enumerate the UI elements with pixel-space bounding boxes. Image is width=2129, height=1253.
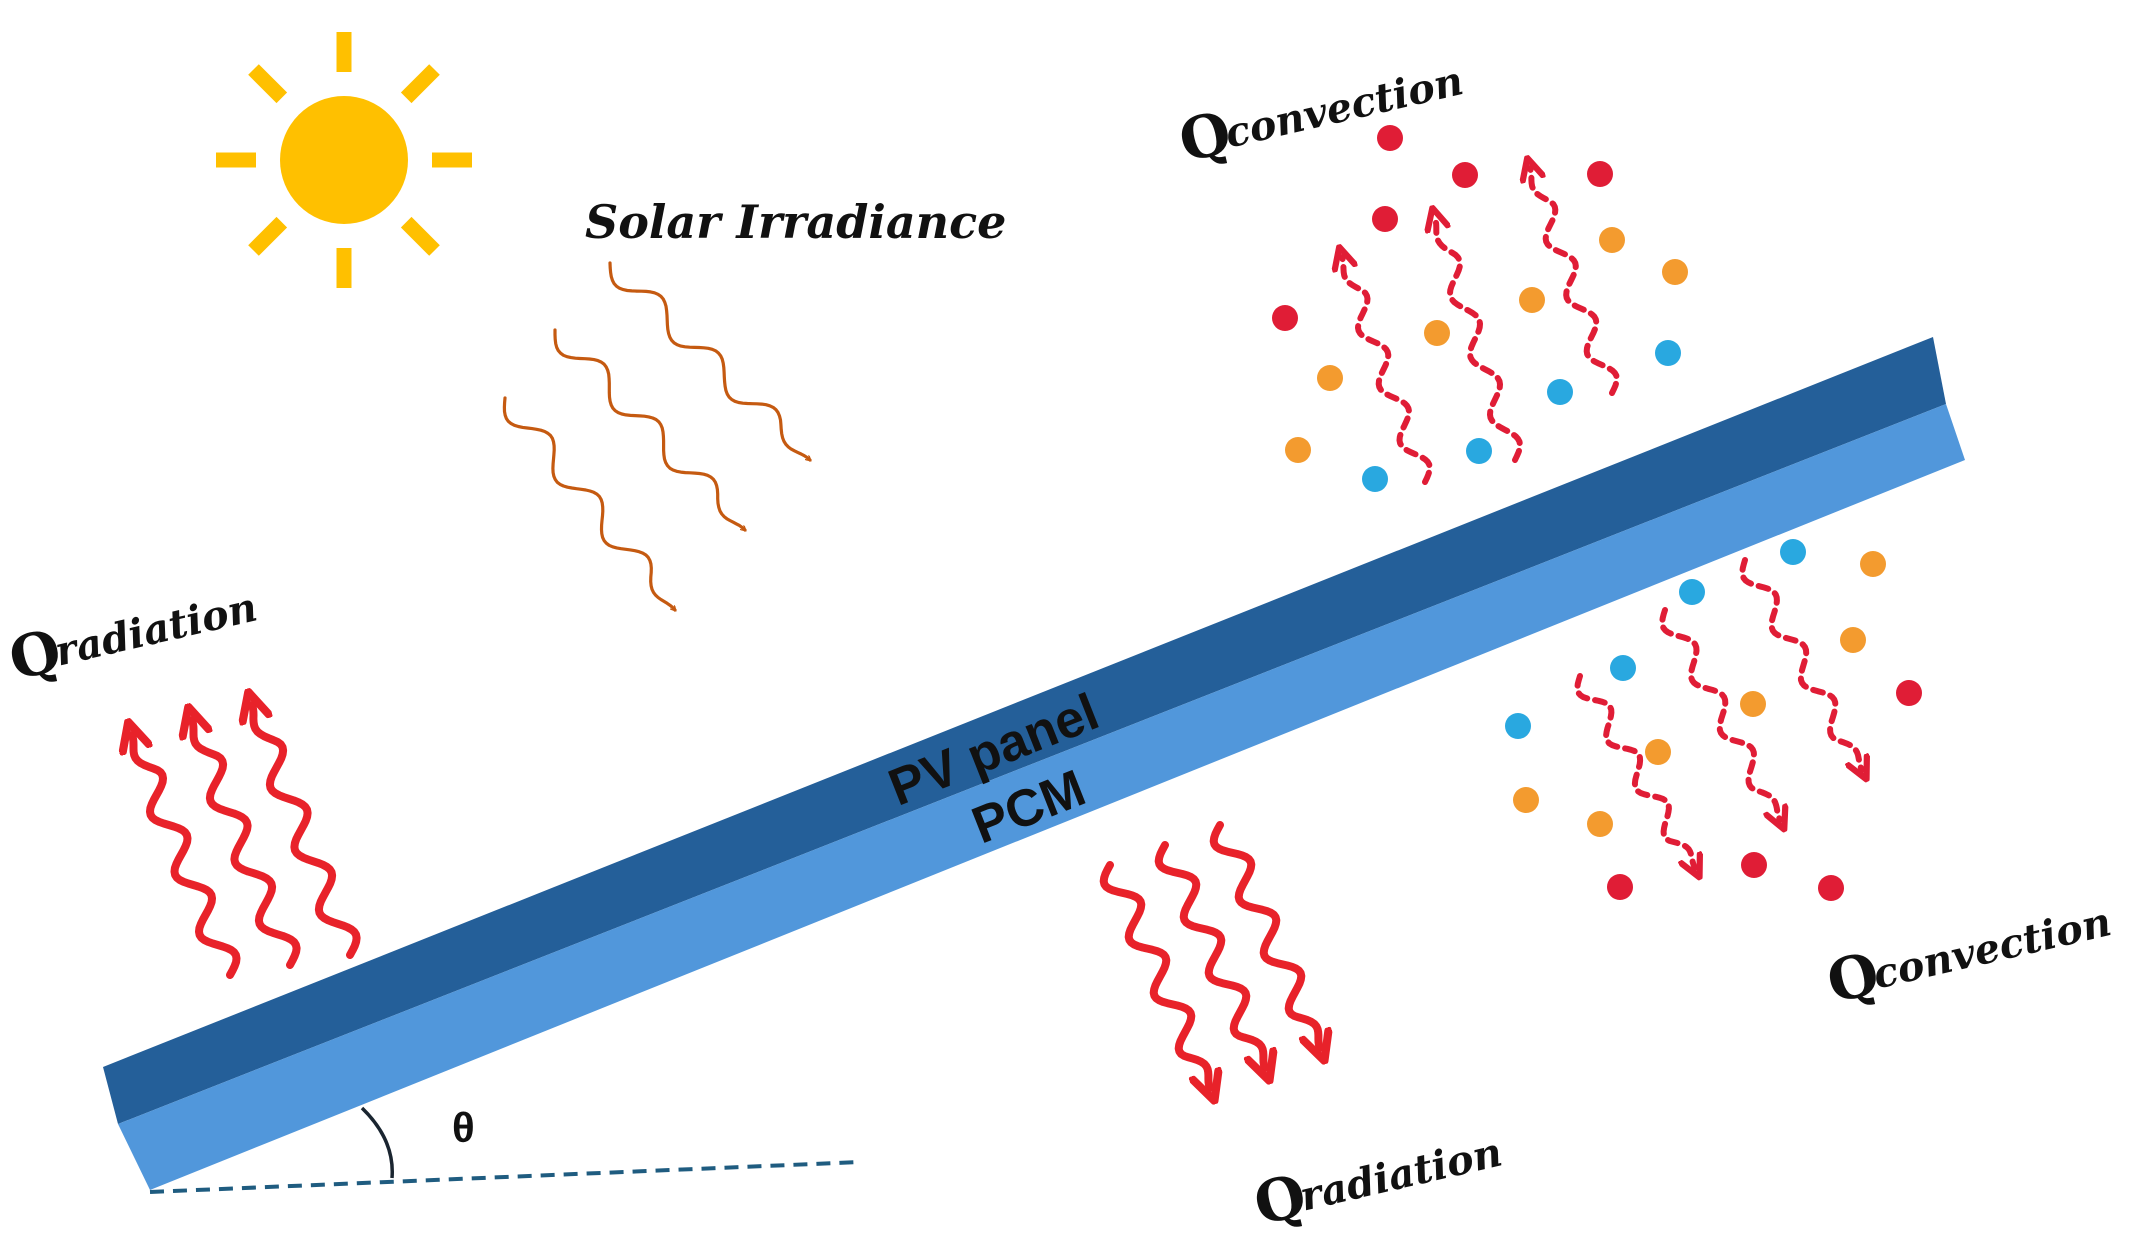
q-radiation-left-label: Q radiation	[3, 583, 262, 693]
air-particle	[1519, 287, 1545, 313]
heat-wave-arrow	[252, 705, 361, 959]
air-particle	[1505, 713, 1531, 739]
air-particle	[1587, 161, 1613, 187]
air-particle	[1840, 627, 1866, 653]
air-particle	[1285, 437, 1311, 463]
air-particle	[1317, 365, 1343, 391]
air-particles	[1272, 125, 1922, 901]
convection-dashed-arrow	[1739, 557, 1862, 770]
heat-wave-arrow	[132, 735, 241, 979]
air-particle	[1610, 655, 1636, 681]
air-particle	[1896, 680, 1922, 706]
air-particle	[1466, 438, 1492, 464]
heat-wave-arrow	[192, 720, 301, 969]
horizontal-reference-line	[149, 1160, 861, 1194]
pv-pcm-panel	[103, 337, 1965, 1190]
air-particle	[1452, 162, 1478, 188]
air-particle	[1424, 320, 1450, 346]
radiation-subscript: radiation	[51, 583, 262, 675]
air-particle	[1372, 206, 1398, 232]
convection-heat-arrows	[1342, 168, 1862, 868]
air-particle	[1599, 227, 1625, 253]
air-particle	[1513, 787, 1539, 813]
solar-irradiance-label: Solar Irradiance	[585, 195, 1006, 249]
air-particle	[1362, 466, 1388, 492]
pcm-layer	[118, 404, 1965, 1190]
angle-arc	[360, 1106, 394, 1179]
pv-panel-layer	[103, 337, 1946, 1124]
sun-ray	[248, 64, 288, 104]
sun-disc	[280, 96, 408, 224]
solar-wave-arrow	[553, 328, 745, 530]
sun-icon	[216, 32, 472, 288]
sun-ray	[400, 64, 440, 104]
air-particle	[1741, 852, 1767, 878]
air-particle	[1272, 305, 1298, 331]
convection-dashed-arrow	[1574, 673, 1695, 868]
air-particle	[1587, 811, 1613, 837]
convection-subscript: convection	[1221, 57, 1468, 157]
air-particle	[1547, 379, 1573, 405]
heat-wave-arrow	[1209, 821, 1320, 1048]
air-particle	[1655, 340, 1681, 366]
convection-subscript: convection	[1869, 898, 2116, 998]
q-convection-bottom-label: Q convection	[1821, 898, 2116, 1017]
solar-wave-arrow	[608, 261, 810, 460]
air-particle	[1645, 739, 1671, 765]
convection-dashed-arrow	[1342, 257, 1433, 485]
air-particle	[1607, 874, 1633, 900]
solar-irradiance-arrows	[502, 261, 810, 610]
solar-wave-arrow	[502, 396, 675, 610]
heat-wave-arrow	[1154, 841, 1265, 1068]
air-particle	[1818, 875, 1844, 901]
convection-dashed-arrow	[1659, 607, 1780, 820]
air-particle	[1662, 259, 1688, 285]
radiation-subscript: radiation	[1296, 1128, 1507, 1220]
sun-ray	[248, 216, 288, 256]
air-particle	[1740, 691, 1766, 717]
sun-ray	[400, 216, 440, 256]
convection-dashed-arrow	[1530, 168, 1620, 396]
air-particle	[1860, 551, 1886, 577]
theta-label: θ	[452, 1104, 475, 1151]
convection-dashed-arrow	[1435, 218, 1523, 463]
air-particle	[1780, 539, 1806, 565]
q-radiation-bottom-label: Q radiation	[1248, 1128, 1507, 1238]
air-particle	[1377, 125, 1403, 151]
tilt-angle-indicator	[149, 1106, 861, 1194]
air-particle	[1679, 579, 1705, 605]
radiation-heat-arrows	[132, 705, 1320, 1088]
q-convection-top-label: Q convection	[1173, 57, 1468, 176]
heat-wave-arrow	[1099, 861, 1210, 1088]
